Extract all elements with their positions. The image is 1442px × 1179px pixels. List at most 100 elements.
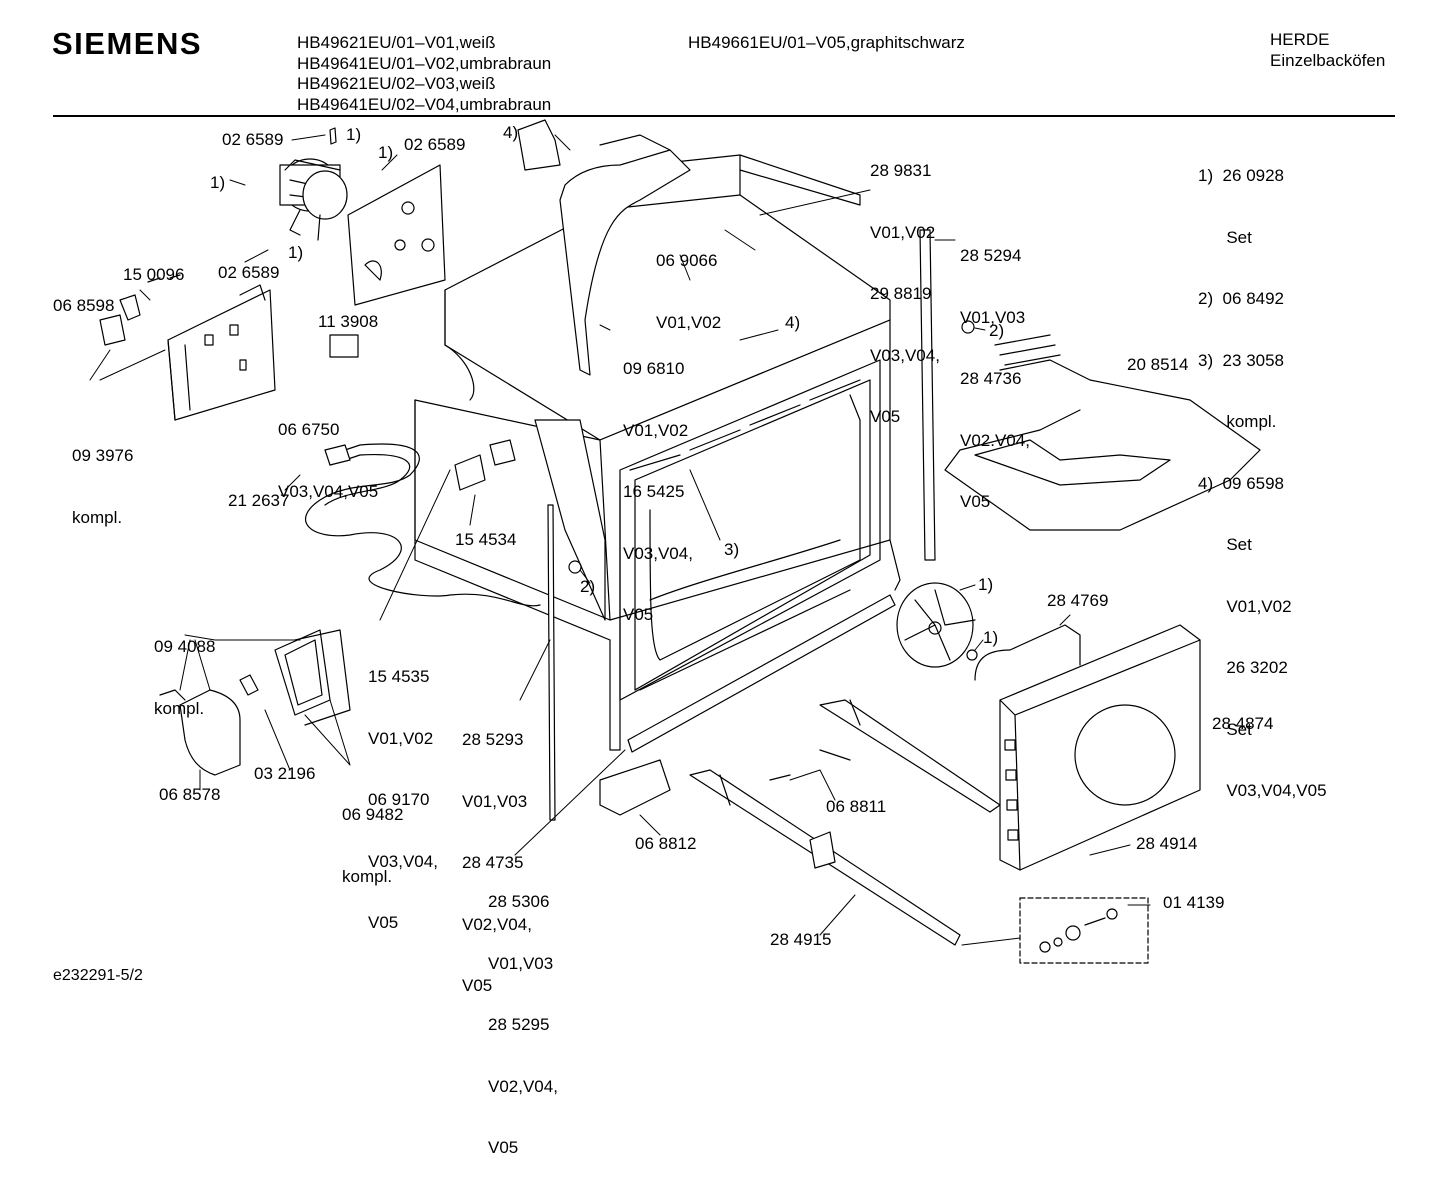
label-line: 28 5295: [488, 1015, 550, 1034]
footnote-line: Set: [1198, 535, 1252, 554]
label-line: 06 9482: [342, 805, 404, 824]
label-line: 29 8819: [870, 284, 932, 303]
fan-motor-assembly: [279, 158, 446, 306]
category: HERDE Einzelbacköfen: [1270, 30, 1385, 71]
part-label-026589: 02 6589: [404, 135, 466, 154]
part-label-154535: 15 4535 V01,V02 06 9170 V03,V04, V05: [368, 626, 438, 954]
footnote-line: Set: [1198, 719, 1252, 739]
label-line: V01,V02: [368, 728, 434, 748]
part-label-068578: 06 8578: [159, 785, 221, 804]
part-label-068598: 06 8598: [53, 296, 115, 315]
label-line: V05: [960, 492, 991, 511]
marker-4: 4): [785, 313, 801, 332]
fan-wheel: [896, 582, 976, 668]
small-parts: [329, 119, 978, 661]
part-label-113908: 11 3908: [318, 312, 379, 331]
part-label-094088: 09 4088 kompl.: [154, 596, 215, 740]
siemens-logo: SIEMENS: [52, 26, 203, 61]
part-label-289831: 28 9831 V01,V02 29 8819 V03,V04, V05: [870, 120, 940, 448]
back-cover-panel: [974, 624, 1201, 871]
label-line: 06 6750: [278, 420, 340, 439]
label-line: V05: [368, 913, 399, 932]
exploded-view-drawing: [89, 119, 1261, 964]
label-line: V03,V04,: [870, 345, 940, 365]
marker-4: 4): [503, 123, 519, 142]
label-line: 15 4535: [368, 667, 430, 686]
category-line: HERDE: [1270, 30, 1330, 49]
part-label-068811: 06 8811: [826, 797, 887, 816]
label-line: kompl.: [154, 698, 205, 718]
label-line: 28 4735: [462, 853, 524, 872]
part-label-285306: 28 5306 V01,V03 28 5295 V02,V04, V05: [488, 851, 558, 1179]
lower-heating-element: [305, 443, 541, 607]
label-line: 28 5293: [462, 730, 524, 749]
footnote-line: V03,V04,V05: [1198, 781, 1327, 800]
model-line: HB49641EU/02–V04,umbrabraun: [297, 94, 552, 114]
marker-1: 1): [978, 575, 994, 594]
label-line: V03,V04,V05: [278, 481, 379, 501]
marker-2: 2): [580, 577, 596, 596]
label-line: V05: [462, 976, 493, 995]
label-line: V05: [870, 407, 901, 426]
footnote-line: V01,V02: [1198, 596, 1292, 616]
footnote-line: 4) 09 6598: [1198, 473, 1285, 493]
label-line: 28 4736: [960, 369, 1022, 388]
drawing-id: e232291-5/2: [53, 967, 143, 984]
marker-1: 1): [346, 125, 362, 144]
label-line: V03,V04,: [623, 543, 693, 563]
label-line: V02.V04,: [960, 430, 1030, 450]
marker-2: 2): [989, 321, 1005, 340]
footnote-line: 2) 06 8492: [1198, 289, 1285, 308]
part-label-069482: 06 9482 kompl.: [342, 764, 403, 908]
footnote-line: 3) 23 3058: [1198, 350, 1285, 370]
part-label-284769: 28 4769: [1047, 591, 1109, 610]
part-label-285293: 28 5293 V01,V03 28 4735 V02,V04, V05: [462, 689, 532, 1017]
label-line: V03,V04,: [368, 851, 438, 871]
marker-1: 1): [983, 628, 999, 647]
category-line: Einzelbacköfen: [1270, 50, 1386, 70]
label-line: 09 6810: [623, 359, 685, 378]
part-label-069066: 06 9066 V01,V02: [656, 210, 721, 354]
part-label-284915: 28 4915: [770, 930, 832, 949]
part-label-032196: 03 2196: [254, 764, 316, 783]
part-label-096810: 09 6810 V01,V02 16 5425 V03,V04, V05: [623, 318, 693, 646]
label-line: V01,V03: [960, 307, 1026, 327]
label-line: V05: [488, 1138, 519, 1157]
leader-lines: [89, 134, 1151, 946]
marker-1: 1): [288, 243, 304, 262]
label-line: 06 9170: [368, 790, 430, 809]
label-line: V05: [623, 605, 654, 624]
label-line: 16 5425: [623, 482, 685, 501]
model-list-left: HB49621EU/01–V01,weiß HB49641EU/01–V02,u…: [297, 33, 551, 115]
label-line: 28 9831: [870, 161, 932, 180]
label-line: V01,V03: [462, 791, 528, 811]
part-label-093976: 09 3976 kompl.: [72, 405, 133, 549]
part-label-285294: 28 5294 V01,V03 28 4736 V02.V04, V05: [960, 205, 1030, 533]
label-line: 09 3976: [72, 446, 134, 465]
part-label-154534: 15 4534: [455, 530, 517, 549]
part-label-066750: 06 6750 V03,V04,V05: [278, 379, 378, 523]
model-center: HB49661EU/01–V05,graphitschwarz: [688, 33, 965, 52]
footnote-line: 1) 26 0928: [1198, 166, 1285, 185]
header-divider: [53, 115, 1395, 117]
model-line: HB49621EU/02–V03,weiß: [297, 74, 496, 93]
bottom-rails: [599, 699, 1001, 946]
marker-3: 3): [724, 540, 740, 559]
label-line: V02,V04,: [462, 914, 532, 934]
label-line: V01,V03: [488, 953, 554, 973]
model-line: HB49641EU/01–V02,umbrabraun: [297, 53, 552, 73]
label-line: V01,V02: [623, 420, 689, 440]
model-line: HB49621EU/01–V01,weiß: [297, 33, 496, 52]
lamp-assembly: [159, 629, 351, 776]
part-label-026589: 02 6589: [222, 130, 284, 149]
part-label-284914: 28 4914: [1136, 834, 1198, 853]
label-line: 28 5306: [488, 892, 550, 911]
footnote-line: 26 3202: [1198, 658, 1288, 677]
oven-housing: [414, 134, 936, 821]
marker-1: 1): [378, 143, 394, 162]
part-label-284874: 28 4874: [1212, 714, 1274, 733]
top-heating-element: [944, 334, 1261, 531]
footnote-line: kompl.: [1198, 412, 1277, 431]
label-line: kompl.: [342, 866, 393, 886]
label-line: V01,V02: [870, 222, 936, 242]
